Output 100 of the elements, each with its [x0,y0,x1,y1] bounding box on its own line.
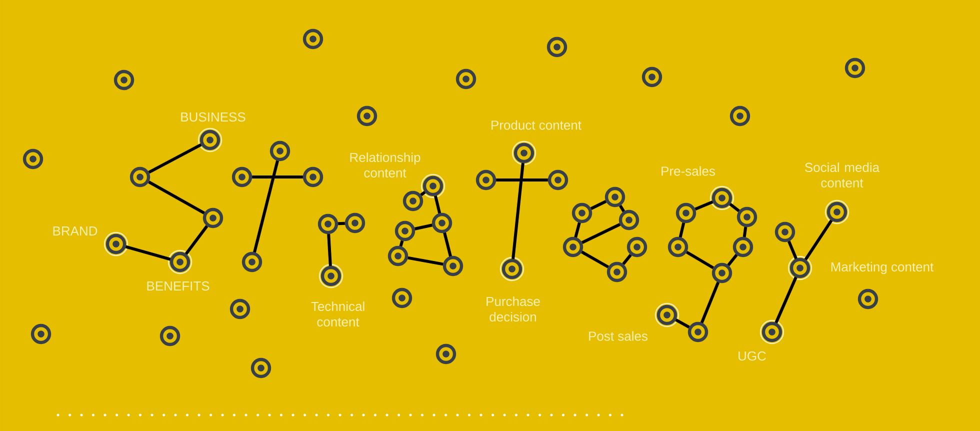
connector-line [408,256,444,266]
dot [548,170,568,190]
labelled-dot [654,302,680,328]
dot-label: Post sales [589,331,648,341]
dot-label: Purchase decision [486,296,540,322]
dot [302,28,324,50]
connector-line [590,200,607,210]
labelled-dot [168,250,192,274]
dot [436,344,456,364]
dot [442,256,464,276]
connector-line [742,226,748,238]
dot [22,148,44,170]
dot-label: Pre-sales [662,166,715,176]
connector-line [338,222,345,226]
dot [202,208,224,228]
labelled-dot [788,256,812,280]
dot [456,68,476,90]
dot-label: UGC [738,351,766,361]
connector-line [804,220,833,260]
dot [230,298,250,320]
dot [688,322,708,342]
dot [392,288,412,308]
connector-line [414,224,432,230]
connector-line [788,240,798,260]
connector-line [700,282,720,324]
dot [774,222,796,242]
dot [572,202,592,224]
connector-line [252,176,303,178]
dot [858,288,878,310]
connector-line [694,200,714,210]
labelled-dot [318,264,344,288]
dot [676,202,696,224]
connector-line [434,195,442,214]
dot [30,324,52,344]
dot [250,358,272,378]
dot [730,106,750,126]
dot [736,206,758,228]
dot-label: BUSINESS [181,112,246,122]
dot [242,252,262,272]
connector-line [184,225,208,255]
connector-line [512,162,524,260]
dot [732,236,754,258]
connector-line [686,250,714,270]
connector-line [774,276,798,324]
dot [668,236,688,258]
connector-line [618,204,626,212]
dot [844,58,866,78]
dot [344,212,366,234]
connector-line [125,245,171,261]
dot [626,236,648,258]
labelled-dot [104,232,128,256]
connector-line [148,180,205,214]
dot [642,66,662,88]
dot-label: Marketing content [831,262,934,274]
dot [432,212,452,234]
connector-line [727,254,738,266]
connector-line [496,178,548,182]
labelled-dot [710,186,734,210]
connector-line [148,143,202,174]
connector-line [675,318,690,328]
labelled-dot [500,256,524,282]
connector-line [622,254,632,266]
dot [388,246,408,266]
dot [606,262,628,282]
dot [604,186,626,208]
connector-line [729,202,740,212]
dot [232,166,252,188]
dot [302,166,324,188]
dot-label: Technical content [311,301,364,327]
dot-label: Product content [492,120,582,130]
labelled-dot [420,174,446,198]
dot [394,220,416,242]
connector-line [443,232,452,257]
labelled-dot [760,320,784,344]
dot [402,190,424,212]
dot [318,214,338,234]
dot [546,36,568,58]
dot [130,166,150,188]
dot [562,236,584,258]
dot-label: Relationship content [350,152,420,178]
dot [476,170,496,190]
dot [114,70,134,90]
connector-line [678,222,686,238]
labelled-dot [824,200,850,224]
dot [270,140,290,162]
dot-label: BRAND [53,226,98,236]
connector-line [253,160,279,253]
dot [160,326,180,346]
dot [712,262,732,284]
connector-line [420,190,426,196]
labelled-dot [512,140,536,166]
connector-line [574,222,581,238]
connector-line [399,240,404,247]
connector-line [327,234,332,266]
dot [618,210,640,230]
labelled-dot [198,128,222,152]
dot-label: BENEFITS [147,281,210,291]
connector-line [581,223,621,244]
connector-line [581,250,609,268]
dot [356,106,378,126]
